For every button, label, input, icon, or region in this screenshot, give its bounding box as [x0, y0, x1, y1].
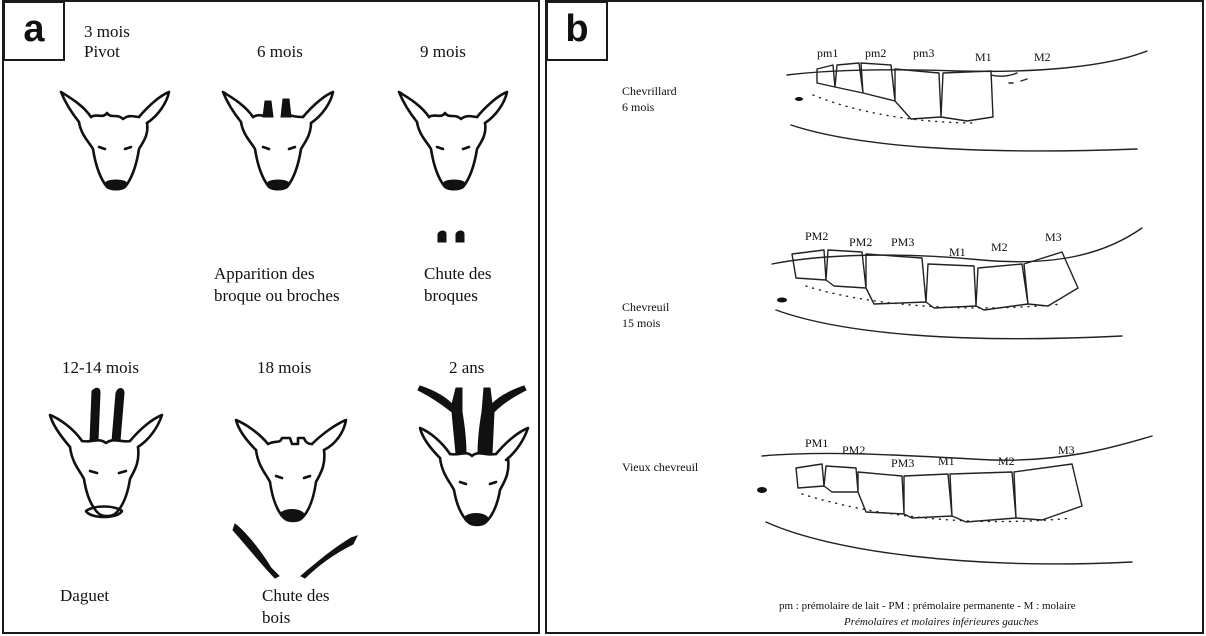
caption-chute-bois-line2: bois	[262, 608, 290, 628]
caption-chute-bois-line1: Chute des	[262, 586, 330, 606]
deer-head-3-mois	[59, 87, 174, 202]
age-label-9-mois: 9 mois	[420, 42, 466, 62]
jaw-chevreuil	[762, 224, 1182, 364]
fallen-antlers-icon	[229, 520, 359, 580]
deer-head-daguet	[44, 387, 169, 527]
age-sublabel-pivot: Pivot	[84, 42, 120, 62]
row-label-chevreuil: Chevreuil	[622, 300, 669, 314]
caption-chute-broques-line2: broques	[424, 286, 478, 306]
deer-head-9-mois	[397, 87, 512, 202]
dentition-legend-subtitle: Prémolaires et molaires inférieures gauc…	[844, 612, 1038, 632]
age-label-6-mois: 6 mois	[257, 42, 303, 62]
deer-head-2-ans	[412, 384, 537, 534]
caption-daguet: Daguet	[60, 586, 109, 606]
caption-apparition-line2: broque ou broches	[214, 286, 340, 306]
jaw-chevrillard	[777, 47, 1197, 177]
panel-label-a: a	[3, 1, 65, 61]
row-label-chevreuil-age: 15 mois	[622, 316, 660, 330]
age-label-18-mois: 18 mois	[257, 358, 311, 378]
row-label-chevrillard: Chevrillard	[622, 84, 677, 98]
age-label-2-ans: 2 ans	[449, 358, 484, 378]
row-label-chevrillard-age: 6 mois	[622, 100, 654, 114]
deer-head-6-mois	[219, 87, 339, 202]
deer-head-18-mois	[232, 410, 352, 535]
caption-apparition-line1: Apparition des	[214, 264, 315, 284]
row-label-vieux-chevreuil: Vieux chevreuil	[622, 460, 698, 474]
panel-label-b: b	[546, 1, 608, 61]
caption-chute-broques-line1: Chute des	[424, 264, 492, 284]
age-label-12-14-mois: 12-14 mois	[62, 358, 139, 378]
age-label-3-mois: 3 mois	[84, 22, 130, 42]
jaw-vieux-chevreuil	[752, 432, 1172, 592]
panel-a-antler-development: a 3 mois Pivot 6 mois 9 mois 12-14 mois …	[2, 0, 540, 634]
fallen-broques-icon	[436, 230, 476, 246]
panel-b-dentition: b Chevrillard 6 mois Chevreuil 15 mois V…	[545, 0, 1204, 634]
